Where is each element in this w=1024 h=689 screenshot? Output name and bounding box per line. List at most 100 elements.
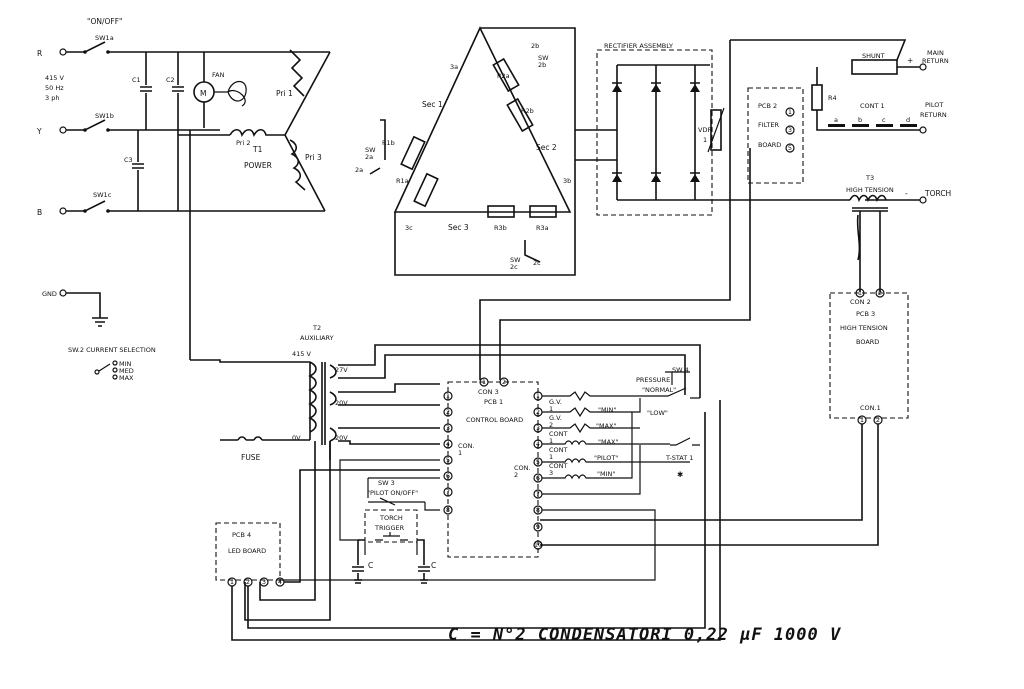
secondary-delta: Sec 1 Sec 2 Sec 3 3a 3b 3c R2a R2b R1b R…: [355, 26, 576, 276]
svg-text:RETURN: RETURN: [920, 111, 947, 119]
svg-text:"MAX": "MAX": [598, 438, 619, 446]
rectifier-label: RECTIFIER ASSEMBLY: [604, 42, 673, 50]
svg-text:C: C: [431, 561, 436, 570]
svg-text:"MAX": "MAX": [596, 422, 617, 430]
fan-label: FAN: [212, 71, 225, 79]
t1-label: T1: [252, 145, 263, 154]
svg-text:MIN: MIN: [119, 360, 132, 368]
rectifier-assembly: RECTIFIER ASSEMBLY VDR 1: [575, 42, 740, 216]
supply-input: "ON/OFF" SW1a SW1b SW1c R Y B 415 V 50 H…: [36, 17, 330, 217]
svg-text:2: 2: [446, 408, 450, 416]
svg-text:c: c: [882, 116, 886, 124]
ground-and-selector: GND SW.2 CURRENT SELECTION MIN MED MAX: [42, 289, 156, 382]
svg-text:"MIN": "MIN": [598, 406, 616, 414]
svg-text:20V: 20V: [335, 434, 348, 442]
svg-text:5: 5: [536, 458, 540, 466]
svg-text:3: 3: [262, 578, 266, 586]
svg-text:PCB 4: PCB 4: [232, 531, 251, 539]
svg-text:MAX: MAX: [119, 374, 134, 382]
svg-text:"PILOT": "PILOT": [594, 454, 618, 462]
svg-text:5: 5: [788, 144, 792, 152]
pri2-label: Pri 2: [236, 139, 251, 147]
svg-text:VDR: VDR: [698, 126, 712, 134]
svg-text:CONT 1: CONT 1: [860, 102, 885, 110]
svg-text:5: 5: [446, 456, 450, 464]
svg-text:4: 4: [536, 440, 540, 448]
svg-text:SW.2 CURRENT SELECTION: SW.2 CURRENT SELECTION: [68, 346, 156, 354]
svg-text:3: 3: [536, 424, 540, 432]
svg-text:MED: MED: [119, 367, 134, 375]
svg-text:R2a: R2a: [497, 72, 510, 80]
c1-label: C1: [132, 76, 141, 84]
svg-text:CON 2: CON 2: [850, 298, 871, 306]
svg-text:1: 1: [446, 392, 450, 400]
pilot-and-trigger: SW 3 "PILOT ON/OFF" TORCH TRIGGER C C: [339, 459, 440, 584]
svg-text:BOARD: BOARD: [856, 338, 879, 346]
svg-text:b: b: [858, 116, 862, 124]
svg-text:R4: R4: [828, 94, 837, 102]
svg-text:1: 1: [860, 416, 864, 424]
svg-text:LED BOARD: LED BOARD: [228, 547, 266, 555]
svg-text:8: 8: [446, 506, 450, 514]
svg-text:3b: 3b: [563, 177, 571, 185]
svg-text:2: 2: [878, 289, 882, 297]
svg-text:"NORMAL": "NORMAL": [642, 386, 676, 394]
svg-text:SW 4: SW 4: [672, 366, 689, 374]
sec2-label: Sec 2: [536, 143, 557, 152]
pcb4-led-board: PCB 4 LED BOARD 1 2 3 4: [215, 400, 721, 641]
fan-icon: [214, 80, 247, 107]
svg-text:R3a: R3a: [536, 224, 549, 232]
svg-text:0V: 0V: [292, 434, 301, 442]
svg-text:PCB 2: PCB 2: [758, 102, 777, 110]
svg-text:10: 10: [534, 541, 542, 549]
svg-text:2b: 2b: [531, 42, 539, 50]
svg-text:6: 6: [446, 472, 450, 480]
svg-text:3a: 3a: [450, 63, 458, 71]
svg-text:2c: 2c: [533, 259, 541, 267]
svg-text:CON.2: CON.2: [514, 464, 531, 479]
svg-text:CONTROL BOARD: CONTROL BOARD: [466, 416, 523, 424]
svg-text:R2b: R2b: [521, 107, 534, 115]
svg-text:T3: T3: [865, 174, 874, 182]
svg-text:1: 1: [230, 578, 234, 586]
svg-text:"MIN": "MIN": [597, 470, 615, 478]
svg-text:FILTER: FILTER: [758, 121, 779, 129]
sw1b-label: SW1b: [95, 112, 114, 120]
svg-text:2: 2: [246, 578, 250, 586]
svg-text:7: 7: [536, 490, 540, 498]
svg-text:9: 9: [536, 523, 540, 531]
input-capacitors: C1 C2 C3: [124, 52, 230, 360]
svg-text:2a: 2a: [355, 166, 363, 174]
supply-frequency: 50 Hz: [45, 84, 64, 92]
svg-text:1: 1: [703, 136, 707, 144]
svg-text:MAIN: MAIN: [927, 49, 944, 57]
svg-text:8: 8: [536, 506, 540, 514]
svg-text:27V: 27V: [335, 366, 348, 374]
pri3-label: Pri 3: [305, 153, 322, 162]
svg-text:SW 3: SW 3: [378, 479, 395, 487]
svg-text:2: 2: [502, 378, 506, 386]
fuse-label: FUSE: [241, 453, 261, 462]
sec1-label: Sec 1: [422, 100, 443, 109]
svg-text:R3b: R3b: [494, 224, 507, 232]
svg-text:AUXILIARY: AUXILIARY: [300, 334, 334, 342]
svg-text:4: 4: [446, 440, 450, 448]
t1-power-transformer: Pri 1 Pri 2 Pri 3 T1 POWER: [229, 49, 331, 212]
svg-text:-: -: [905, 189, 908, 198]
onoff-label: "ON/OFF": [87, 17, 122, 26]
svg-text:M: M: [200, 89, 206, 98]
svg-text:+: +: [907, 56, 913, 65]
svg-text:4: 4: [278, 578, 282, 586]
terminal-r-label: R: [37, 49, 42, 58]
svg-text:C: C: [368, 561, 373, 570]
svg-text:"PILOT ON/OFF": "PILOT ON/OFF": [367, 489, 418, 497]
t2-auxiliary-transformer: T2 AUXILIARY 415 V 0V 27V 20V 20V FUSE: [190, 324, 701, 621]
svg-text:TORCH: TORCH: [379, 514, 403, 522]
svg-text:a: a: [834, 116, 838, 124]
svg-text:R1a: R1a: [396, 177, 409, 185]
